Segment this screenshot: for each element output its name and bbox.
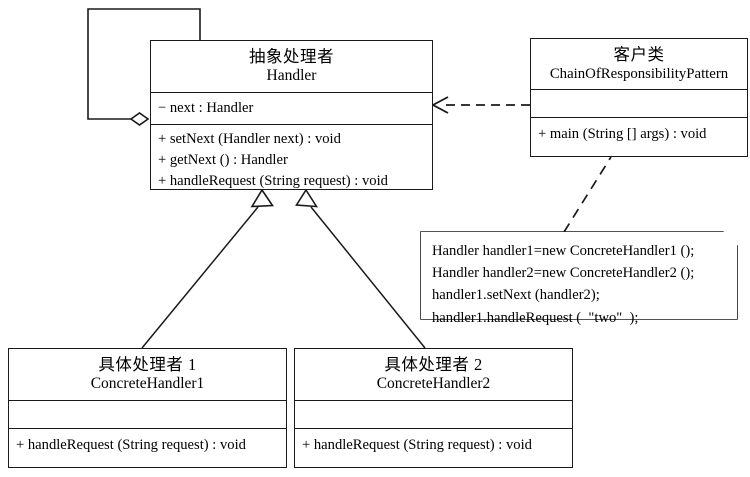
class-name-en-concrete2: ConcreteHandler2 — [376, 375, 491, 393]
client-dependency-edge — [431, 96, 530, 114]
code-line: Handler handler1=new ConcreteHandler1 ()… — [432, 243, 695, 259]
class-box-client[interactable]: 客户类 ChainOfResponsibilityPattern + main … — [530, 38, 748, 157]
class-attributes-concrete1 — [9, 400, 286, 428]
class-header-concrete1: 具体处理者 1 ConcreteHandler1 — [9, 349, 286, 400]
inheritance-edge-concrete1 — [141, 188, 274, 349]
class-attributes-handler: − next : Handler — [151, 92, 432, 124]
class-header-handler: 抽象处理者 Handler — [151, 41, 432, 92]
code-note-text: Handler handler1=new ConcreteHandler1 ()… — [432, 240, 694, 329]
class-box-handler[interactable]: 抽象处理者 Handler − next : Handler + setNext… — [150, 40, 433, 190]
class-attributes-concrete2 — [295, 400, 572, 428]
class-box-concrete-handler-1[interactable]: 具体处理者 1 ConcreteHandler1 + handleRequest… — [8, 348, 287, 468]
attribute-row: − next : Handler — [158, 100, 254, 117]
operation-row: + setNext (Handler next) : void — [158, 131, 341, 148]
code-line: handler1.setNext (handler2); — [432, 287, 600, 304]
code-line: Handler handler2=new ConcreteHandler2 ()… — [432, 265, 695, 282]
class-name-cn-handler: 抽象处理者 — [249, 47, 334, 66]
inheritance-edge-concrete2 — [295, 188, 426, 349]
operation-row: + getNext () : Handler — [158, 152, 288, 169]
class-operations-handler: + setNext (Handler next) : void + getNex… — [151, 124, 432, 196]
operation-row: + handleRequest (String request) : void — [158, 173, 388, 190]
class-box-concrete-handler-2[interactable]: 具体处理者 2 ConcreteHandler2 + handleRequest… — [294, 348, 573, 468]
operation-row: + handleRequest (String request) : void — [302, 437, 532, 454]
code-line: handler1.handleRequest ( "two" ); — [432, 309, 639, 326]
class-name-cn-client: 客户类 — [613, 45, 665, 64]
class-attributes-client — [531, 89, 747, 117]
class-name-en-concrete1: ConcreteHandler1 — [90, 375, 205, 393]
class-operations-concrete2: + handleRequest (String request) : void — [295, 428, 572, 462]
class-header-concrete2: 具体处理者 2 ConcreteHandler2 — [295, 349, 572, 400]
note-anchor-edge — [563, 156, 612, 233]
operation-row: + handleRequest (String request) : void — [16, 437, 246, 454]
class-name-cn-concrete2: 具体处理者 2 — [384, 355, 483, 374]
class-name-en-handler: Handler — [266, 67, 317, 85]
class-header-client: 客户类 ChainOfResponsibilityPattern — [531, 39, 747, 89]
code-note[interactable]: Handler handler1=new ConcreteHandler1 ()… — [421, 232, 737, 326]
class-name-en-client: ChainOfResponsibilityPattern — [549, 66, 729, 83]
operation-row: + main (String [] args) : void — [538, 126, 707, 143]
class-name-cn-concrete1: 具体处理者 1 — [98, 355, 197, 374]
class-operations-concrete1: + handleRequest (String request) : void — [9, 428, 286, 462]
class-operations-client: + main (String [] args) : void — [531, 117, 747, 151]
